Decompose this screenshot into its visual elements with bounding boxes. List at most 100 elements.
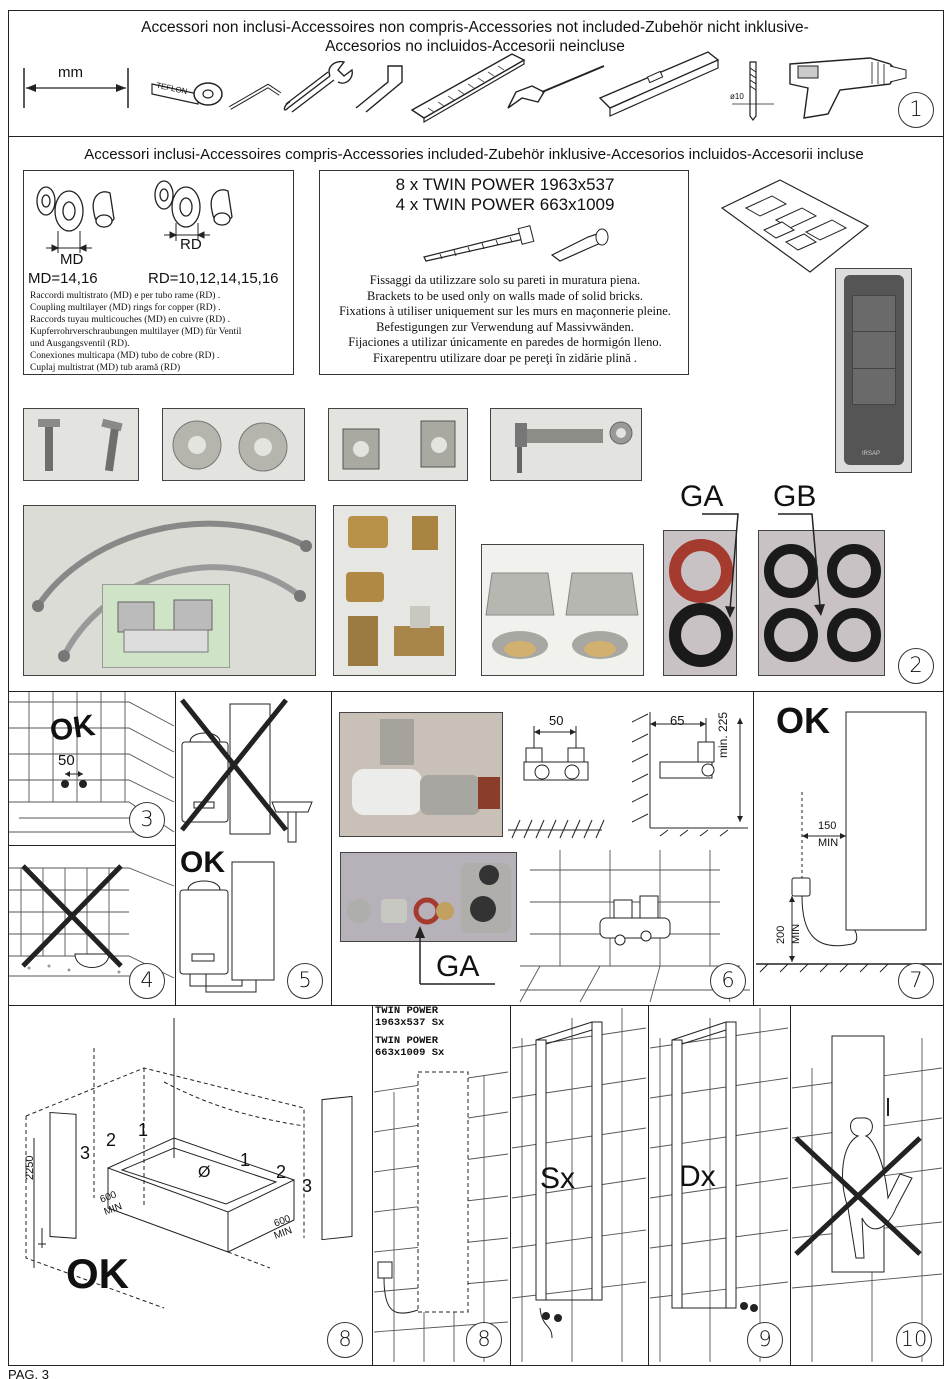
wrench-icon <box>282 58 354 116</box>
zone-2-right: 2 <box>276 1162 287 1182</box>
zone-0-label: Ø <box>198 1164 211 1181</box>
drill-bit-icon: ø10 <box>730 60 780 122</box>
bracket-line: Fissaggi da utilizzare solo su pareti in… <box>369 273 641 287</box>
boiler-ok-drawing <box>179 861 275 993</box>
step-4-badge: 4 <box>129 963 165 999</box>
md-label: MD <box>60 251 84 268</box>
included-header: Accessori inclusi-Accessoires compris-Ac… <box>84 146 864 163</box>
zone-3-left: 3 <box>80 1143 91 1163</box>
radiator-clearance-drawing <box>756 711 942 973</box>
dim-200-min-label: MIN <box>790 923 802 944</box>
radiator-dx-drawing <box>649 1008 789 1362</box>
ga-seals-photo <box>663 530 737 676</box>
gb-seals-photo <box>758 530 885 676</box>
radiator-person-crossed-drawing <box>791 1035 943 1362</box>
coupling-line: Kupferrohrverschraubungen multilayer (MD… <box>30 327 242 337</box>
sx-label: Sx <box>540 1162 576 1195</box>
chrome-adapters-photo <box>481 544 644 676</box>
divider-2 <box>8 691 944 692</box>
bracket-line: Befestigungen zur Verwendung auf Massivw… <box>376 319 634 334</box>
coupling-box: MD RD MD=14,16 RD=10,12,14,15,16 Raccord… <box>23 170 294 375</box>
dim-min-225-label: min. 225 <box>716 711 730 758</box>
remote-control-photo: IRSAP <box>835 268 912 473</box>
page-frame <box>8 10 944 1366</box>
coupling-line: Raccordi multistrato (MD) e per tubo ram… <box>30 291 221 301</box>
dim-150-min-label: MIN <box>818 837 839 849</box>
boiler-crossed-drawing <box>180 698 313 843</box>
not-included-header-2: Accesorios no incluidos-Accesorii neincl… <box>325 38 625 55</box>
step-6-badge: 6 <box>710 963 746 999</box>
screw-and-plug-icon <box>423 225 609 262</box>
washers-photo <box>162 408 305 481</box>
ga-label-6: GA <box>436 950 480 983</box>
dim-50-label-3: 50 <box>58 752 75 769</box>
ok-label-8: OK <box>66 1250 129 1297</box>
bracket-line: Fixarepentru utilizare doar pe pereţi în… <box>372 350 638 365</box>
radiator-sx-drawing <box>511 1008 647 1362</box>
gb-label: GB <box>773 480 817 513</box>
dim-200-label: 200 <box>775 925 787 944</box>
step-1-badge: 1 <box>898 92 934 128</box>
dx-label: Dx <box>679 1160 716 1193</box>
spirit-level-icon <box>596 48 722 122</box>
height-2250-label: 2250 <box>24 1155 36 1180</box>
mm-label: mm <box>58 64 83 81</box>
tape-measure-icon: mm <box>22 64 132 112</box>
remote-brand: IRSAP <box>862 451 881 457</box>
divider-v1 <box>175 691 176 1005</box>
model-2-name: TWIN POWER <box>375 1035 439 1047</box>
page-number: PAG. 3 <box>8 1367 49 1379</box>
coupling-line: Raccords tuyau multicouches (MD) en cuiv… <box>30 315 230 325</box>
divider-v3 <box>753 691 754 1005</box>
divider-v5 <box>510 1005 511 1366</box>
brass-fittings-photo <box>333 505 456 676</box>
ok-label-5: OK <box>180 846 225 879</box>
valve-parts-photo <box>340 852 517 942</box>
step-8a-badge: 8 <box>327 1322 363 1358</box>
divider-v7 <box>790 1005 791 1366</box>
zone-1-right: 1 <box>240 1150 251 1170</box>
divider-v6 <box>648 1005 649 1366</box>
coupling-line: Cuplaj multistrat (MD) tub aramă (RD) <box>30 363 181 373</box>
model-1-size: 1963x537 Sx <box>375 1017 445 1029</box>
step-3-badge: 3 <box>129 802 165 838</box>
power-drill-icon <box>780 52 910 122</box>
ok-label-3: OK <box>47 709 98 748</box>
step-2-badge: 2 <box>898 648 934 684</box>
model-2-size: 663x1009 Sx <box>375 1047 445 1059</box>
coupling-rings-icon <box>36 180 233 253</box>
valve-installed-photo <box>339 712 503 837</box>
dim-150-label: 150 <box>818 820 837 832</box>
bolt-photo <box>490 408 642 481</box>
ga-arrow-6 <box>415 926 495 985</box>
bracket-description: Fissaggi da utilizzare solo su pareti in… <box>320 273 690 366</box>
brackets-box: 8 x TWIN POWER 1963x537 4 x TWIN POWER 6… <box>319 170 689 375</box>
not-included-header-1: Accessori non inclusi-Accessoires non co… <box>141 19 809 36</box>
ok-label-7: OK <box>776 700 830 741</box>
coupling-line: und Ausgangsventil (RD). <box>30 339 130 349</box>
coupling-description: Raccordi multistrato (MD) e per tubo ram… <box>30 290 292 374</box>
screwdriver-icon <box>504 62 608 118</box>
divider-v2 <box>331 691 332 1005</box>
zone-2-left: 2 <box>106 1130 117 1150</box>
drill-size-label: ø10 <box>730 92 744 101</box>
allen-key-icon <box>352 60 410 113</box>
ga-label: GA <box>680 480 724 513</box>
clips-photo <box>328 408 468 481</box>
divider-1 <box>8 136 944 137</box>
radiator-wall-grid-drawing <box>373 1071 509 1362</box>
kit-line-2: 4 x TWIN POWER 663x1009 <box>395 195 615 214</box>
bracket-line: Fixations à utiliser uniquement sur les … <box>339 304 671 318</box>
step-5-badge: 5 <box>287 963 323 999</box>
zone-1-left: 1 <box>138 1120 149 1140</box>
divider-3-4 <box>8 845 175 846</box>
zone-3-right: 3 <box>302 1176 313 1196</box>
bathroom-zones-drawing <box>25 1018 353 1309</box>
model-1-name: TWIN POWER <box>375 1005 439 1017</box>
valve-wall-perspective-drawing <box>519 850 750 1003</box>
teflon-tape-icon: TEFLON <box>150 70 230 110</box>
rd-label: RD <box>180 236 202 253</box>
step-10-badge: 10 <box>896 1322 932 1358</box>
step-9-badge: 9 <box>747 1322 783 1358</box>
hoses-valve-photo <box>23 505 316 676</box>
